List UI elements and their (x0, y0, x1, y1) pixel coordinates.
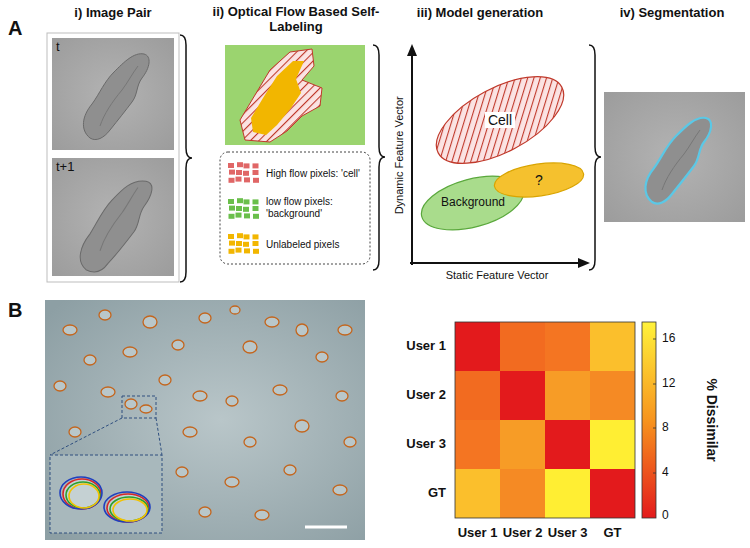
flow-labeling-image (225, 45, 365, 145)
swatch-pixel (244, 163, 250, 168)
feature-axes (407, 44, 590, 268)
column-label: GT (603, 526, 621, 541)
swatch-pixel (253, 178, 259, 183)
micrograph (52, 38, 174, 150)
swatch-pixel (243, 171, 249, 176)
swatch-pixel (244, 213, 250, 218)
swatch-pixel (253, 163, 259, 168)
swatch-pixel (228, 163, 234, 168)
legend-text: High flow pixels: 'cell' (266, 168, 366, 180)
swatch-pixel (253, 249, 259, 254)
frame-label: t (56, 40, 60, 55)
legend-text: Unlabeled pixels (266, 239, 366, 251)
panel-heading: iv) Segmentation (620, 6, 725, 21)
axis-label: Dynamic Feature Vector (393, 96, 406, 214)
legend-entry: High flow pixels: 'cell' (226, 160, 368, 188)
swatch-pixel (244, 199, 250, 204)
swatch-pixel (253, 214, 259, 219)
swatch-pixel (236, 241, 242, 246)
cell-texture (100, 66, 138, 126)
colorbar-tick: 8 (662, 421, 669, 435)
axis-label: Static Feature Vector (446, 269, 549, 282)
panel-letter: B (8, 299, 22, 322)
swatch-pixel (229, 206, 235, 211)
image-ground (52, 158, 174, 276)
legend-text: low flow pixels: 'background' (266, 196, 366, 220)
image-frame (47, 33, 179, 282)
cell-texture (100, 188, 138, 251)
swatch-pixel (253, 241, 259, 246)
legend-swatch (226, 162, 262, 186)
row-label: GT (428, 486, 446, 501)
legend-entry: Unlabeled pixels (226, 231, 368, 259)
legend-swatch (226, 198, 262, 222)
cell-shape (80, 181, 152, 272)
swatch-pixel (243, 207, 249, 212)
colorbar-tick: 0 (662, 509, 669, 523)
image-tile: t+1 (52, 158, 174, 276)
swatch-pixel (236, 213, 242, 218)
colorbar-tick: 12 (662, 377, 675, 391)
swatch-pixel (229, 214, 235, 219)
cluster-label: Cell (485, 112, 515, 128)
swatch-pixel (236, 170, 242, 175)
cluster-ellipse: ? (491, 161, 587, 199)
swatch-pixel (229, 249, 235, 254)
swatch-pixel (253, 199, 259, 204)
swatch-pixel (229, 170, 235, 175)
legend-box (220, 152, 370, 264)
panel-heading: i) Image Pair (74, 6, 151, 21)
legend-swatch (226, 233, 262, 257)
swatch-pixel (237, 162, 243, 167)
brace (180, 35, 601, 282)
column-label: User 3 (548, 526, 588, 541)
swatch-pixel (228, 199, 234, 204)
swatch-pixel (244, 248, 250, 253)
swatch-pixel (229, 178, 235, 183)
cluster-label: ? (535, 172, 543, 188)
frame-label: t+1 (56, 160, 74, 175)
column-label: User 1 (458, 526, 498, 541)
swatch-pixel (228, 234, 234, 239)
swatch-pixel (236, 206, 242, 211)
legend-entry: low flow pixels: 'background' (226, 196, 368, 224)
column-label: User 2 (503, 526, 543, 541)
cluster-shape (492, 158, 586, 202)
row-label: User 2 (406, 388, 446, 403)
swatch-pixel (253, 234, 259, 239)
colorbar (642, 322, 656, 518)
panel-heading: ii) Optical Flow Based Self- Labeling (209, 5, 384, 35)
swatch-pixel (243, 242, 249, 247)
swatch-pixel (229, 241, 235, 246)
cluster-ellipse: Cell (427, 85, 573, 155)
swatch-pixel (236, 248, 242, 253)
image-tile: t (52, 38, 174, 150)
swatch-pixel (244, 234, 250, 239)
panel-letter: A (8, 17, 22, 40)
colorbar-tick: 4 (662, 466, 669, 480)
swatch-pixel (244, 177, 250, 182)
image-ground (52, 38, 174, 150)
heatmap (455, 322, 635, 518)
cell-shape (83, 54, 149, 140)
swatch-pixel (237, 198, 243, 203)
micrograph (52, 158, 174, 276)
swatch-pixel (236, 177, 242, 182)
swatch-pixel (237, 233, 243, 238)
swatch-pixel (253, 206, 259, 211)
micrograph (45, 300, 365, 540)
panel-heading: iii) Model generation (417, 6, 543, 21)
row-label: User 3 (406, 437, 446, 452)
colorbar-title: % Dissimilar (704, 378, 720, 461)
cluster-label: Background (441, 196, 505, 210)
swatch-pixel (253, 170, 259, 175)
colorbar-tick: 16 (662, 332, 675, 346)
row-label: User 1 (406, 339, 446, 354)
segmentation-image (604, 92, 745, 222)
